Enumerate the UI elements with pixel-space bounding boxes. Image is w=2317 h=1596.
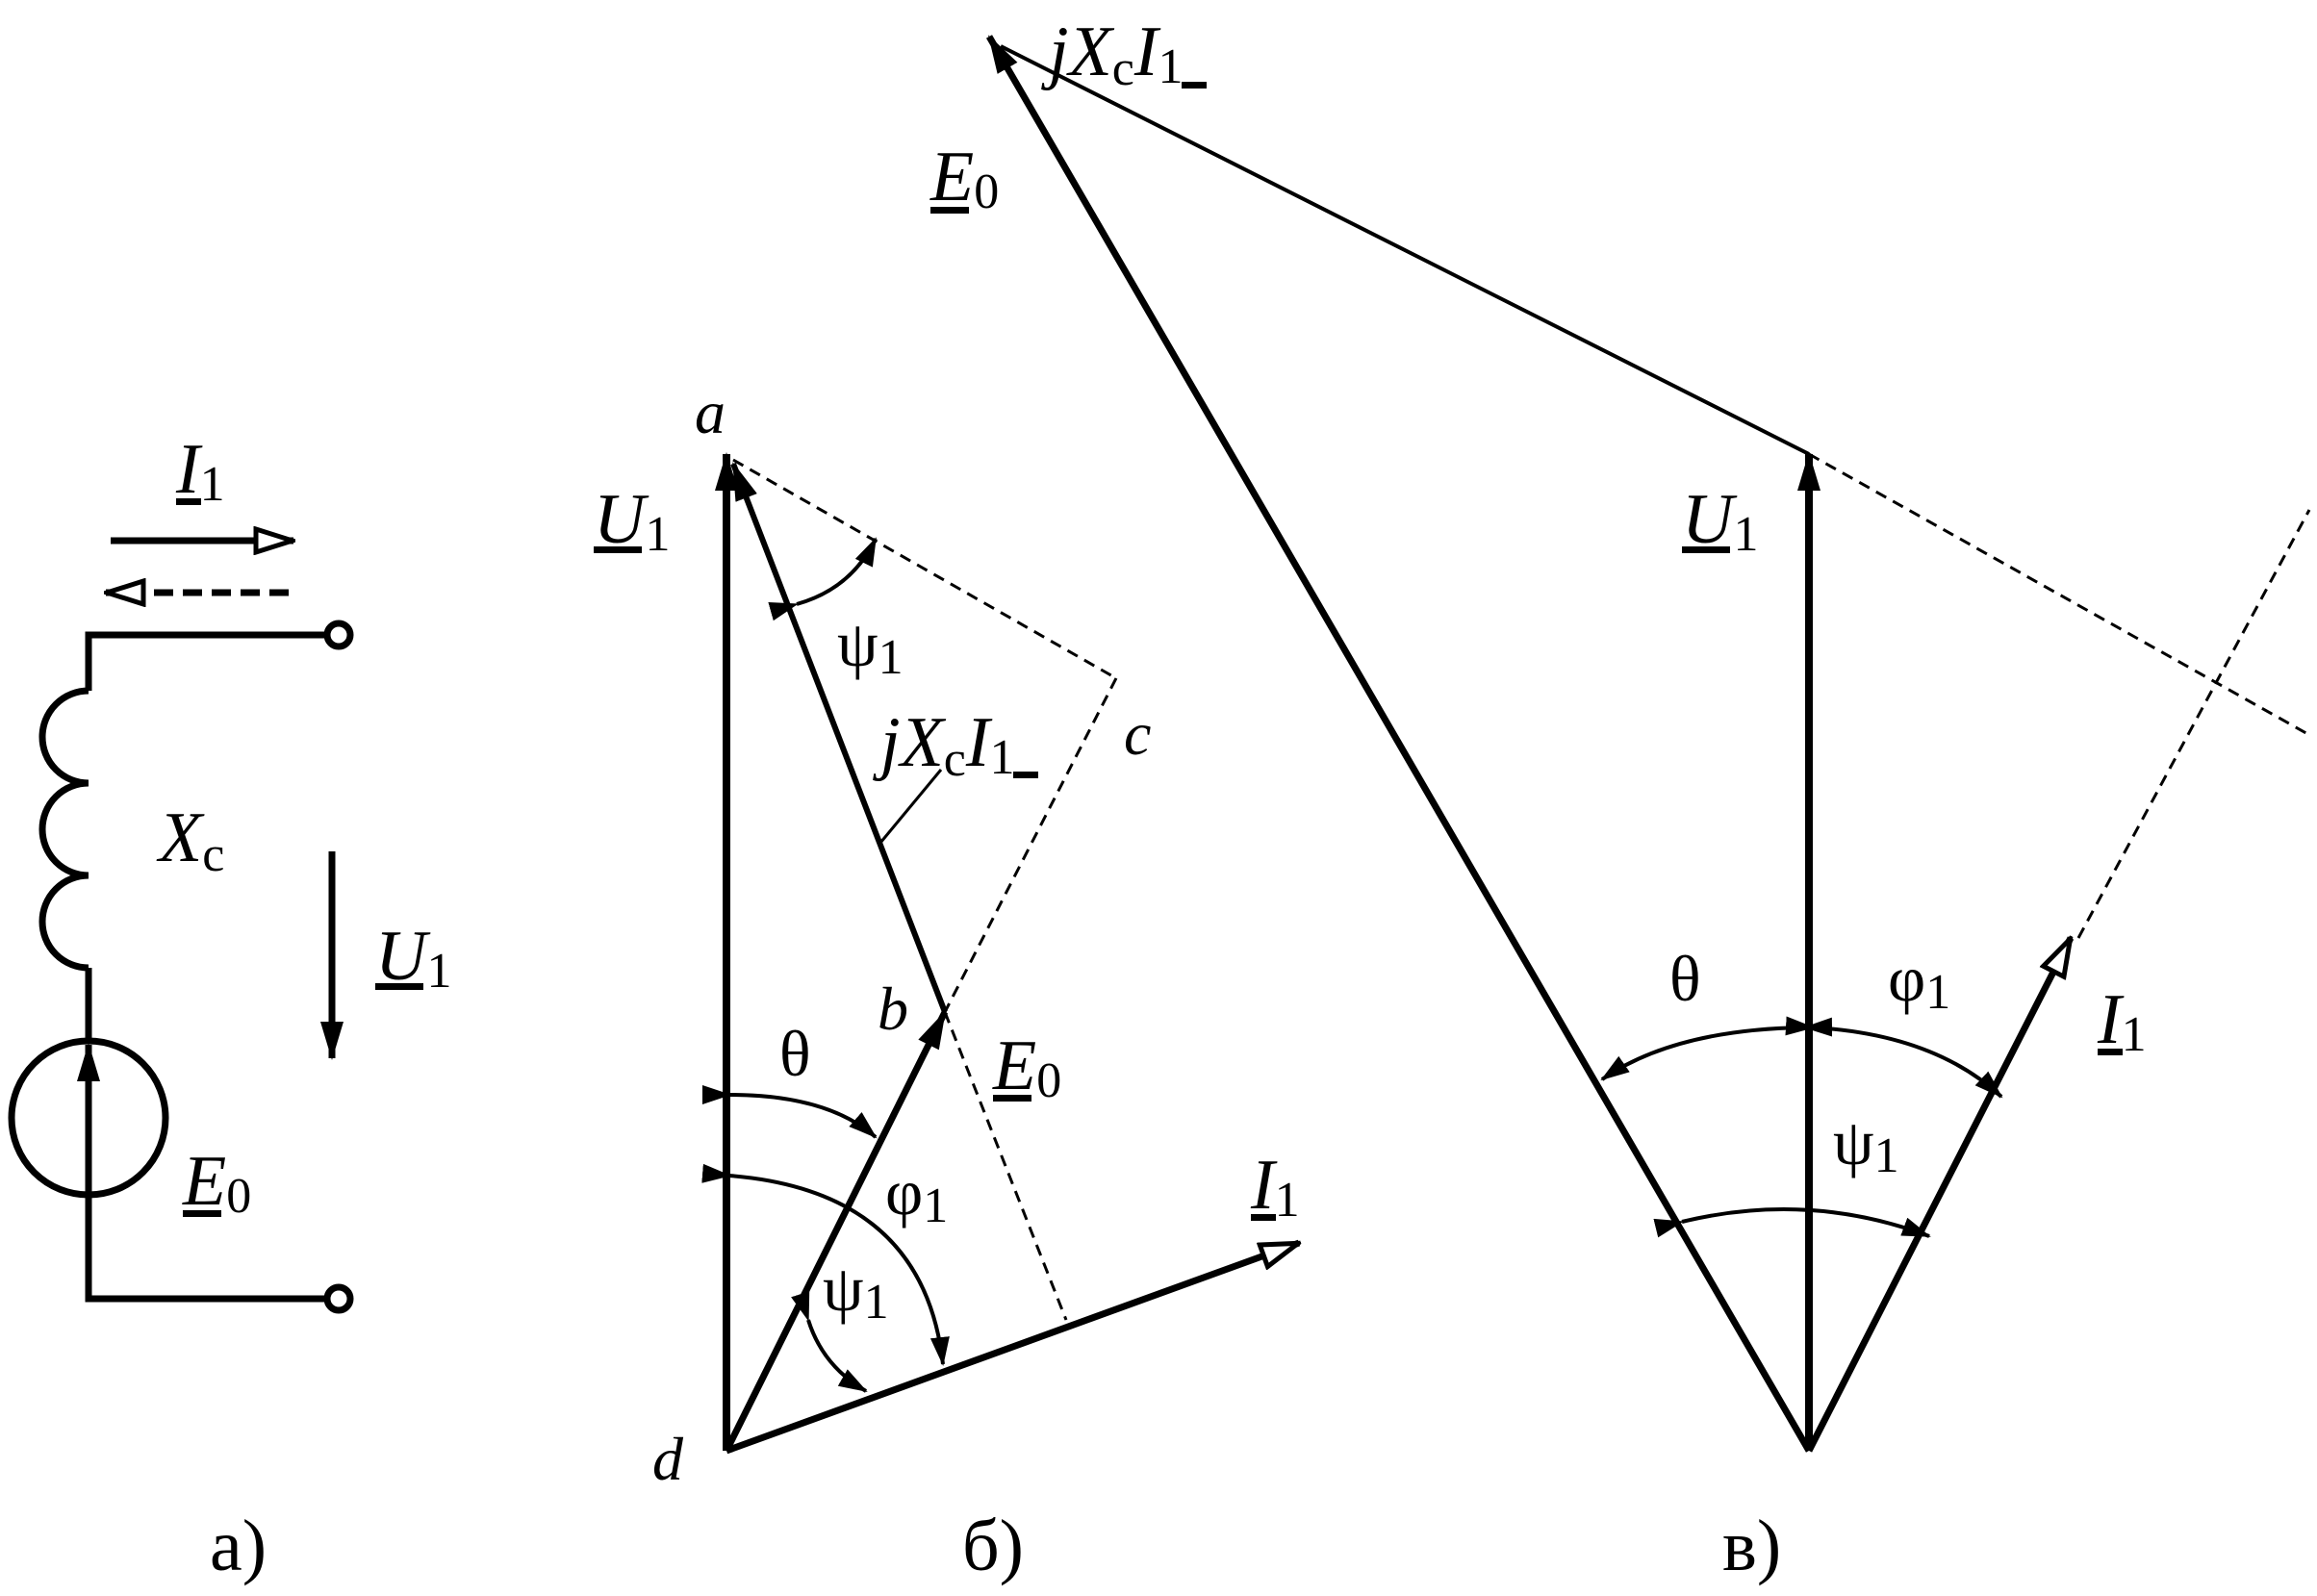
dashed-c-b (943, 677, 1118, 1013)
label-current-b: I1 (1250, 1146, 1300, 1228)
underline-voltage-c (1682, 546, 1730, 553)
point-label-b: b (878, 975, 908, 1043)
underline-drop-c (1182, 82, 1207, 89)
dashed-a-c (732, 458, 1117, 680)
inductor-coil (38, 687, 89, 972)
label-psi-c: ψ1 (1833, 1105, 1899, 1183)
dashed-b-current (943, 1011, 1068, 1321)
dashed-current-extension (2076, 509, 2311, 939)
terminal-bottom (323, 1283, 354, 1314)
label-voltage-a: U1 (375, 917, 451, 999)
terminal-top (323, 620, 354, 650)
angle-psi-arc-bottom (791, 1291, 868, 1393)
label-emf-c: E0 (929, 138, 999, 219)
phasor-underlines (176, 82, 2123, 1221)
label-current-c: I1 (2097, 980, 2147, 1062)
angle-theta-arc-c (1600, 1017, 1833, 1081)
point-label-a: a (695, 378, 726, 446)
underline-current-b (1251, 1214, 1276, 1221)
label-reactance-a: Xc (156, 798, 224, 882)
phasor-diagram-c (985, 35, 2312, 1453)
label-phi-c: φ1 (1888, 942, 1950, 1020)
label-drop-c: jXcI1 (1041, 13, 1184, 96)
underline-drop-b (1013, 772, 1038, 778)
angle-phi-arc-c (1785, 1016, 2003, 1099)
underline-emf-b (993, 1095, 1031, 1102)
phasor-diagram-b (701, 452, 1299, 1455)
panel-label-c: в) (1722, 1506, 1781, 1586)
label-voltage-c: U1 (1682, 480, 1758, 562)
angle-psi-arc-top (768, 537, 878, 621)
point-label-d: d (652, 1425, 684, 1493)
underline-voltage-a (375, 983, 423, 990)
panel-label-a: а) (210, 1506, 267, 1586)
label-current-a: I1 (175, 430, 225, 512)
drop-phasor-c (1000, 44, 1810, 456)
label-theta-c: θ (1669, 942, 1701, 1015)
angle-theta-arc-b (701, 1084, 878, 1139)
point-label-c: c (1124, 699, 1151, 768)
underline-emf-a (183, 1210, 221, 1217)
label-drop-b: jXcI1 (873, 703, 1015, 787)
panel-label-b: б) (962, 1506, 1024, 1586)
underline-current-a (176, 498, 201, 505)
equivalent-circuit (8, 541, 354, 1314)
label-theta-b: θ (779, 1017, 811, 1090)
dashed-drop-extension (1808, 452, 2312, 738)
label-psi-top: ψ1 (837, 607, 904, 685)
current-phasor-b (725, 1239, 1299, 1455)
underline-emf-c (930, 207, 969, 214)
circuit-bottom-wire (85, 1195, 327, 1303)
emf-phasor-c (985, 35, 1813, 1453)
label-psi-bottom: ψ1 (823, 1252, 889, 1330)
underline-voltage-b (594, 546, 642, 553)
drop-label-leader (878, 769, 943, 844)
underline-current-c (2098, 1049, 2123, 1055)
label-voltage-b: U1 (594, 480, 670, 562)
label-phi-b: φ1 (885, 1155, 948, 1233)
circuit-top-wire (85, 631, 327, 691)
angle-phi-arc-b (701, 1163, 950, 1366)
current-phasor-c (1805, 938, 2071, 1453)
angle-psi-arc-c (1653, 1207, 1931, 1238)
label-emf-b: E0 (992, 1026, 1061, 1108)
label-emf-a: E0 (182, 1142, 251, 1224)
